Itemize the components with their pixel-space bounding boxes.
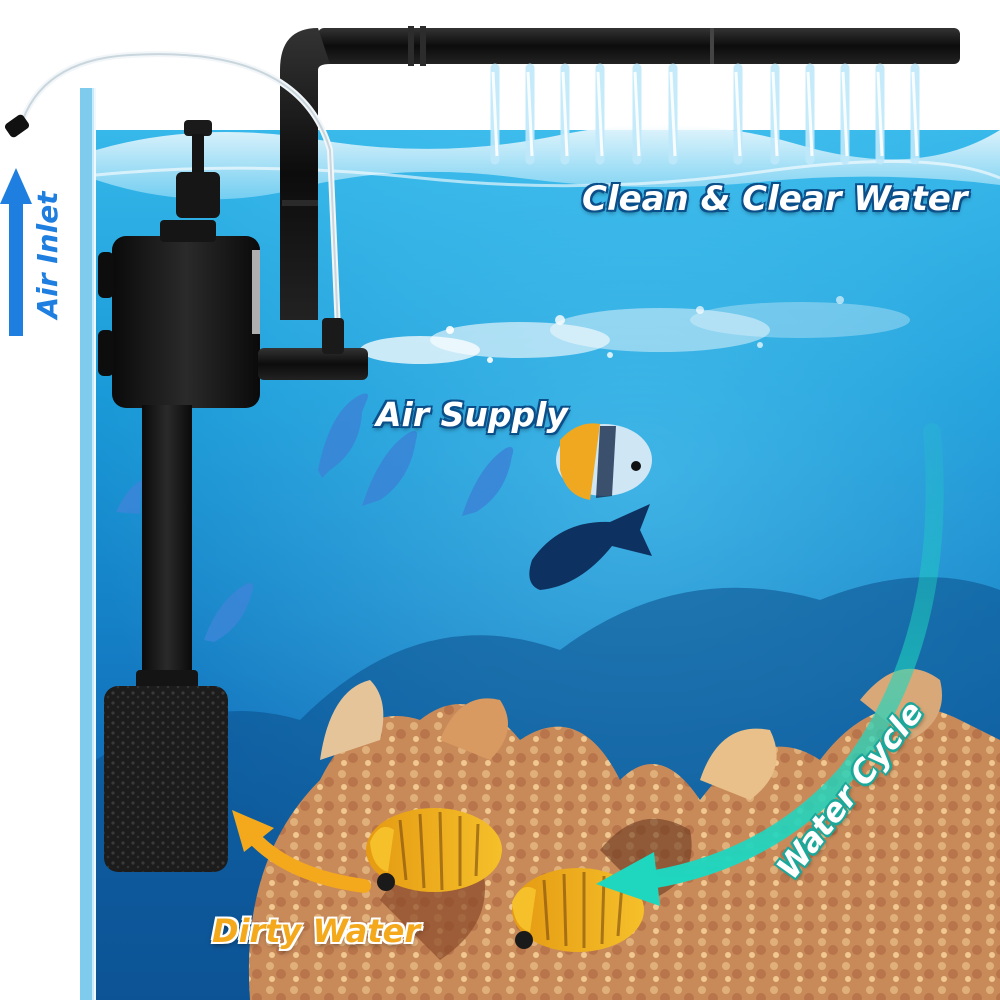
fish-school: [116, 393, 514, 642]
curved-arrow-left-icon: [232, 810, 371, 893]
label-air-inlet: Air Inlet: [31, 191, 64, 319]
tropical-fish: [556, 423, 652, 500]
arrow-up-icon: [0, 168, 32, 336]
filter-pump: [98, 120, 368, 872]
sponge-prefilter: [104, 686, 228, 872]
yellow-fish-upper: [366, 808, 502, 892]
label-clean-clear-water: Clean & Clear Water: [582, 179, 968, 219]
label-dirty-water: Dirty Water: [212, 912, 421, 950]
curved-arrow-down-icon: [596, 423, 944, 906]
label-air-supply: Air Supply: [376, 395, 568, 434]
coral-reef: [248, 668, 1000, 1000]
dark-fish: [529, 504, 652, 590]
air-bubble-stream: [360, 296, 910, 364]
air-valve-icon: [4, 114, 30, 138]
spray-bar: [280, 26, 960, 320]
